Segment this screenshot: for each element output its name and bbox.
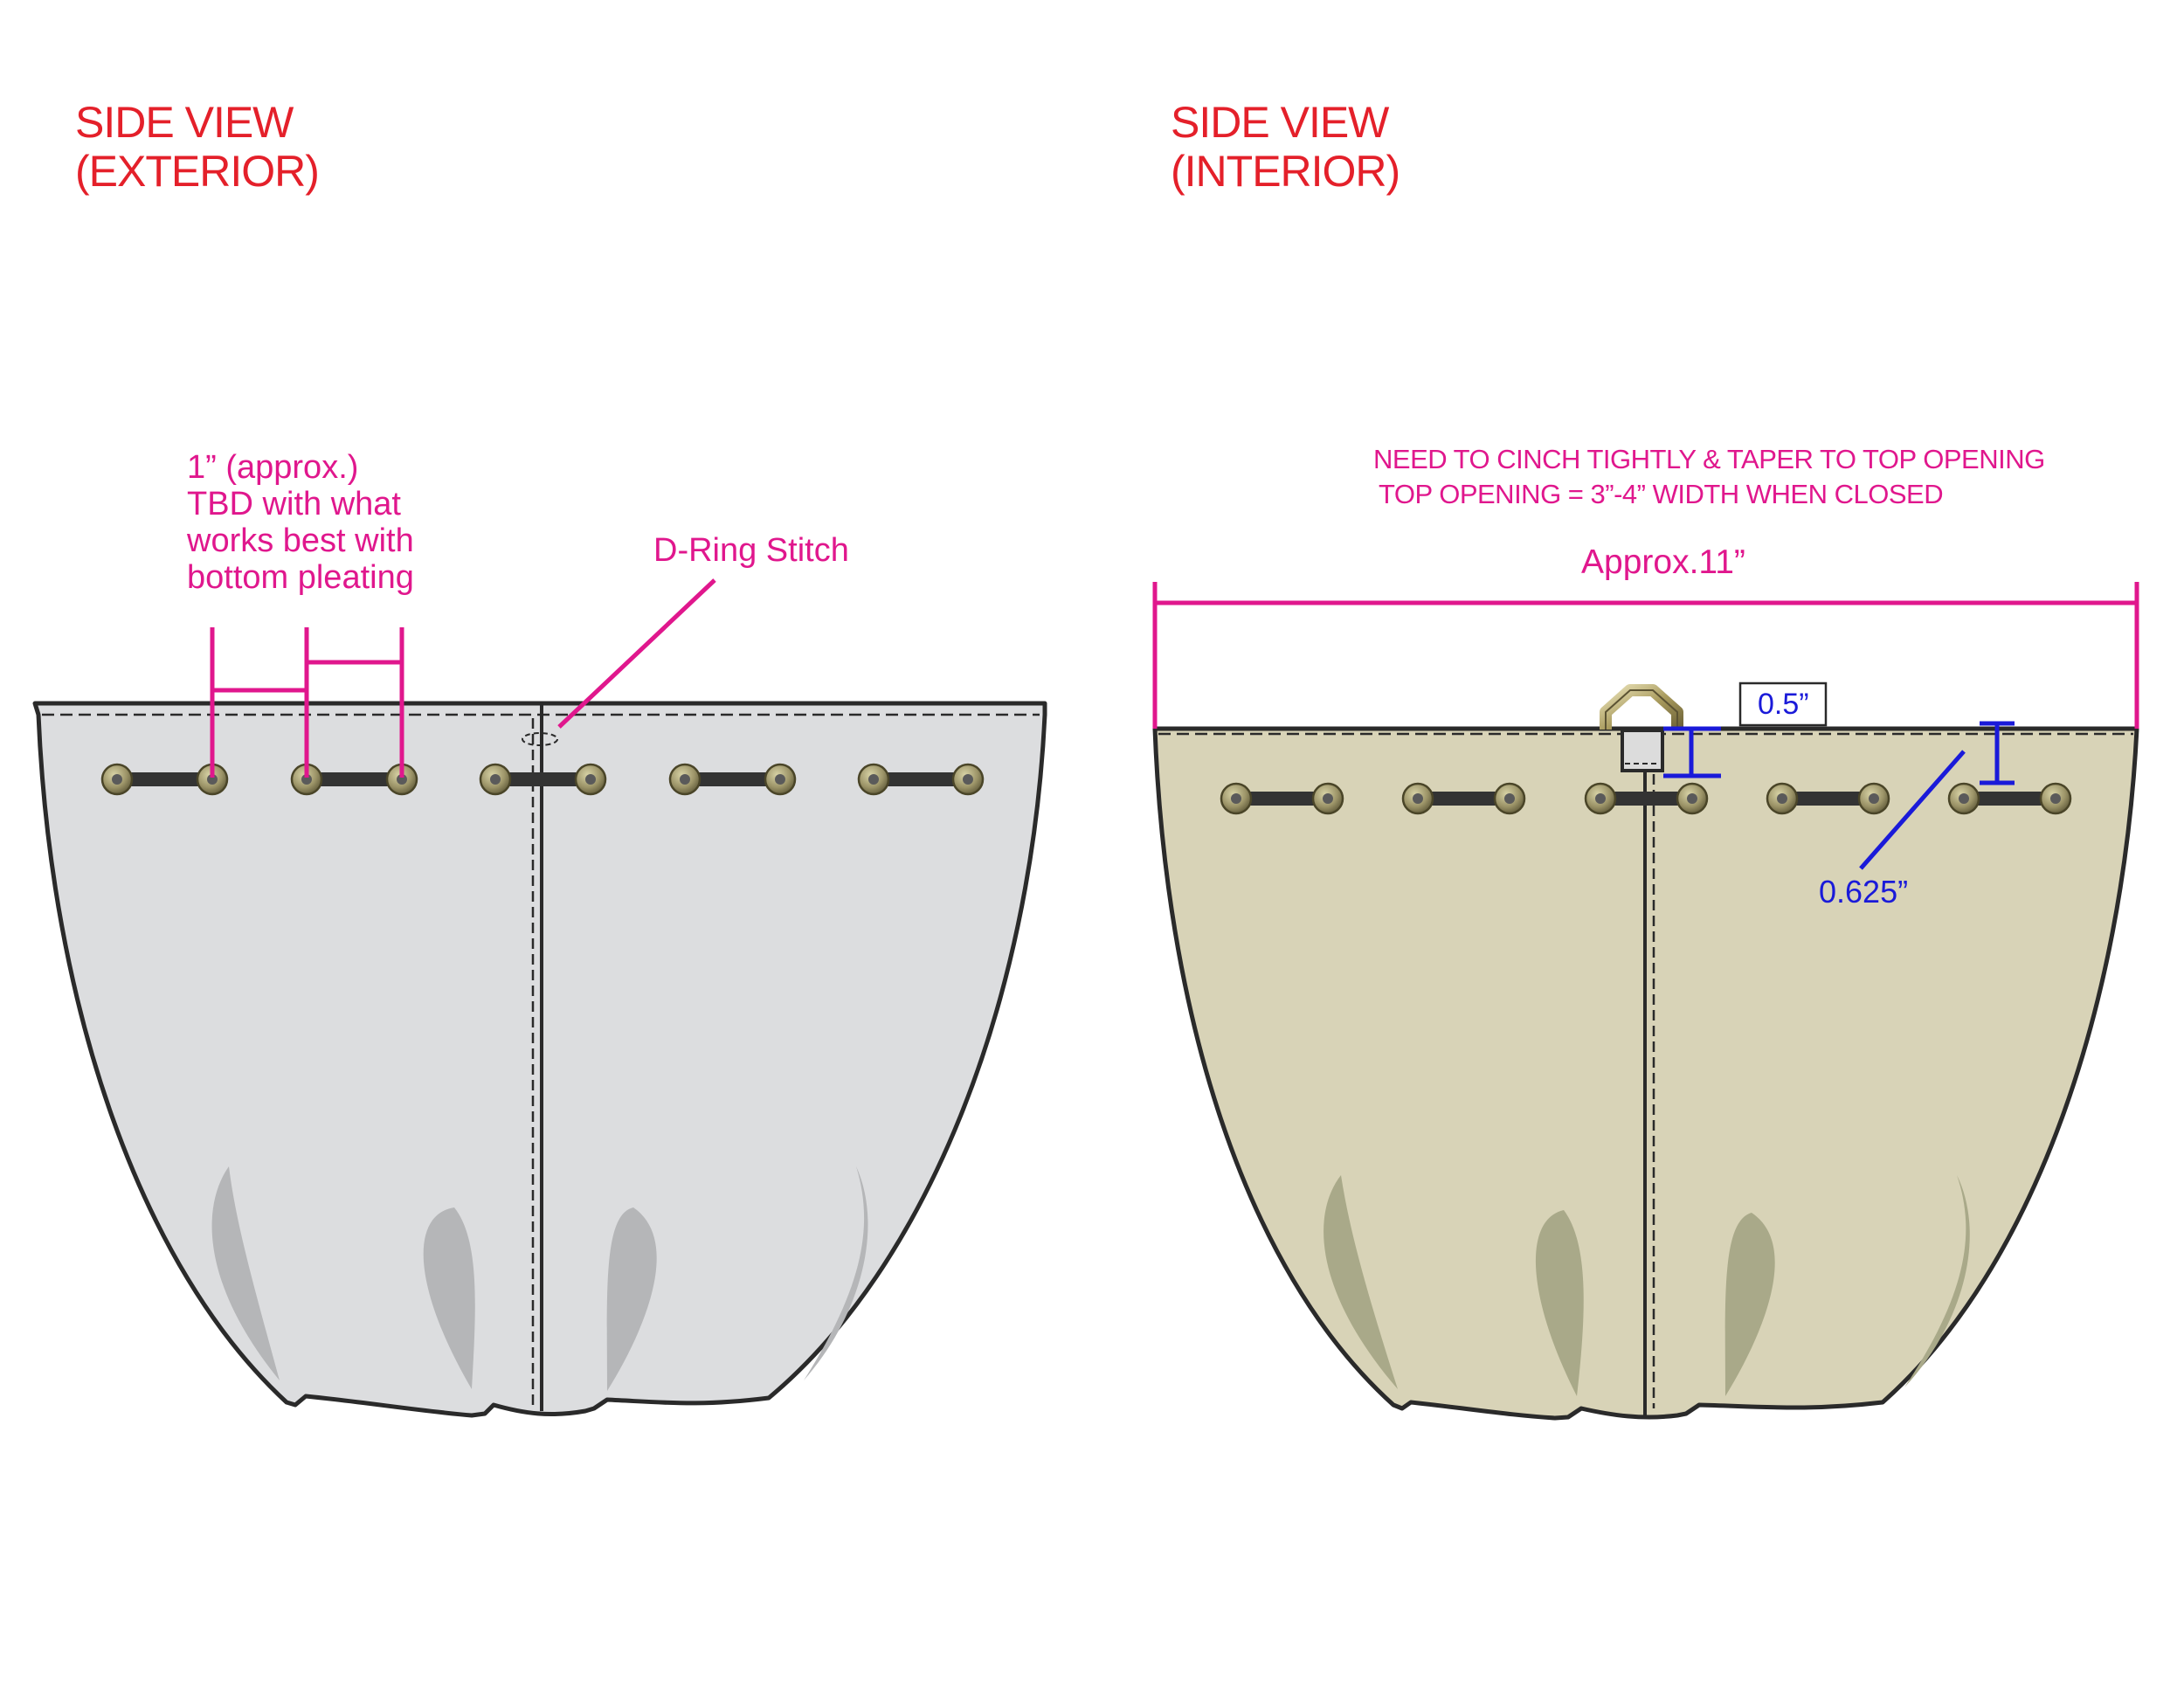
grommet-hole (490, 774, 501, 785)
exterior-pleat (606, 1207, 657, 1391)
interior-bag (1152, 726, 2139, 1421)
exterior-pleat (423, 1207, 475, 1389)
grommet-pair (668, 763, 797, 796)
grommet-hole (1869, 793, 1879, 804)
dring-height-label: 0.5” (1758, 688, 1809, 721)
grommet-pair (100, 763, 229, 796)
dring-height-dimension (1663, 726, 1721, 778)
grommet-pair (1220, 782, 1344, 815)
interior-title: SIDE VIEW (INTERIOR) (1171, 98, 1400, 196)
grommet-hole (1959, 793, 1969, 804)
grommet-pair (1947, 782, 2072, 815)
grommet-hole (207, 774, 218, 785)
grommet-hole (1323, 793, 1333, 804)
grommet-pair (1401, 782, 1526, 815)
width-label: Approx.11” (1581, 543, 1745, 581)
grommet-hole (1595, 793, 1606, 804)
dring-stitch-leader (557, 578, 716, 729)
grommet-offset-dimension (1859, 721, 2015, 870)
exterior-title: SIDE VIEW (EXTERIOR) (75, 98, 320, 196)
grommet-hole (963, 774, 973, 785)
grommet-hole (1231, 793, 1241, 804)
grommet-offset-label: 0.625” (1819, 874, 1909, 910)
interior-grommets (1220, 782, 2072, 815)
exterior-pleat (804, 1166, 868, 1380)
grommet-hole (585, 774, 596, 785)
grommet-hole (112, 774, 122, 785)
grommet-hole (1504, 793, 1515, 804)
dring-stitch-label: D-Ring Stitch (653, 532, 849, 569)
grommet-hole (2050, 793, 2061, 804)
grommet-pair (857, 763, 985, 796)
width-dimension (1152, 582, 2139, 729)
exterior-bag (32, 701, 1047, 1418)
dring-height-label-box (1738, 681, 1828, 727)
grommet-hole (775, 774, 785, 785)
cinch-note: NEED TO CINCH TIGHTLY & TAPER TO TOP OPE… (1373, 444, 2045, 509)
grommet-pair (290, 763, 418, 796)
grommet-pair (1584, 782, 1709, 815)
exterior-pleat (211, 1166, 280, 1380)
exterior-spacing-dimension (210, 627, 404, 778)
grommet-hole (680, 774, 690, 785)
grommet-hole (1687, 793, 1697, 804)
grommet-hole (868, 774, 879, 785)
d-ring-tab (1621, 729, 1664, 772)
grommet-pair (479, 763, 607, 796)
interior-pleat (1904, 1175, 1970, 1387)
exterior-grommets (100, 763, 985, 796)
dring-stitch-mark (522, 732, 558, 746)
interior-pleat (1724, 1213, 1775, 1396)
interior-pleat (1535, 1210, 1584, 1396)
d-ring (1600, 684, 1683, 772)
grommet-pair (1766, 782, 1890, 815)
grommet-hole (1777, 793, 1787, 804)
grommet-hole (301, 774, 312, 785)
interior-pleat (1324, 1175, 1398, 1389)
grommet-hole (397, 774, 407, 785)
grommet-hole (1413, 793, 1423, 804)
spacing-note: 1” (approx.) TBD with what works best wi… (187, 449, 414, 596)
